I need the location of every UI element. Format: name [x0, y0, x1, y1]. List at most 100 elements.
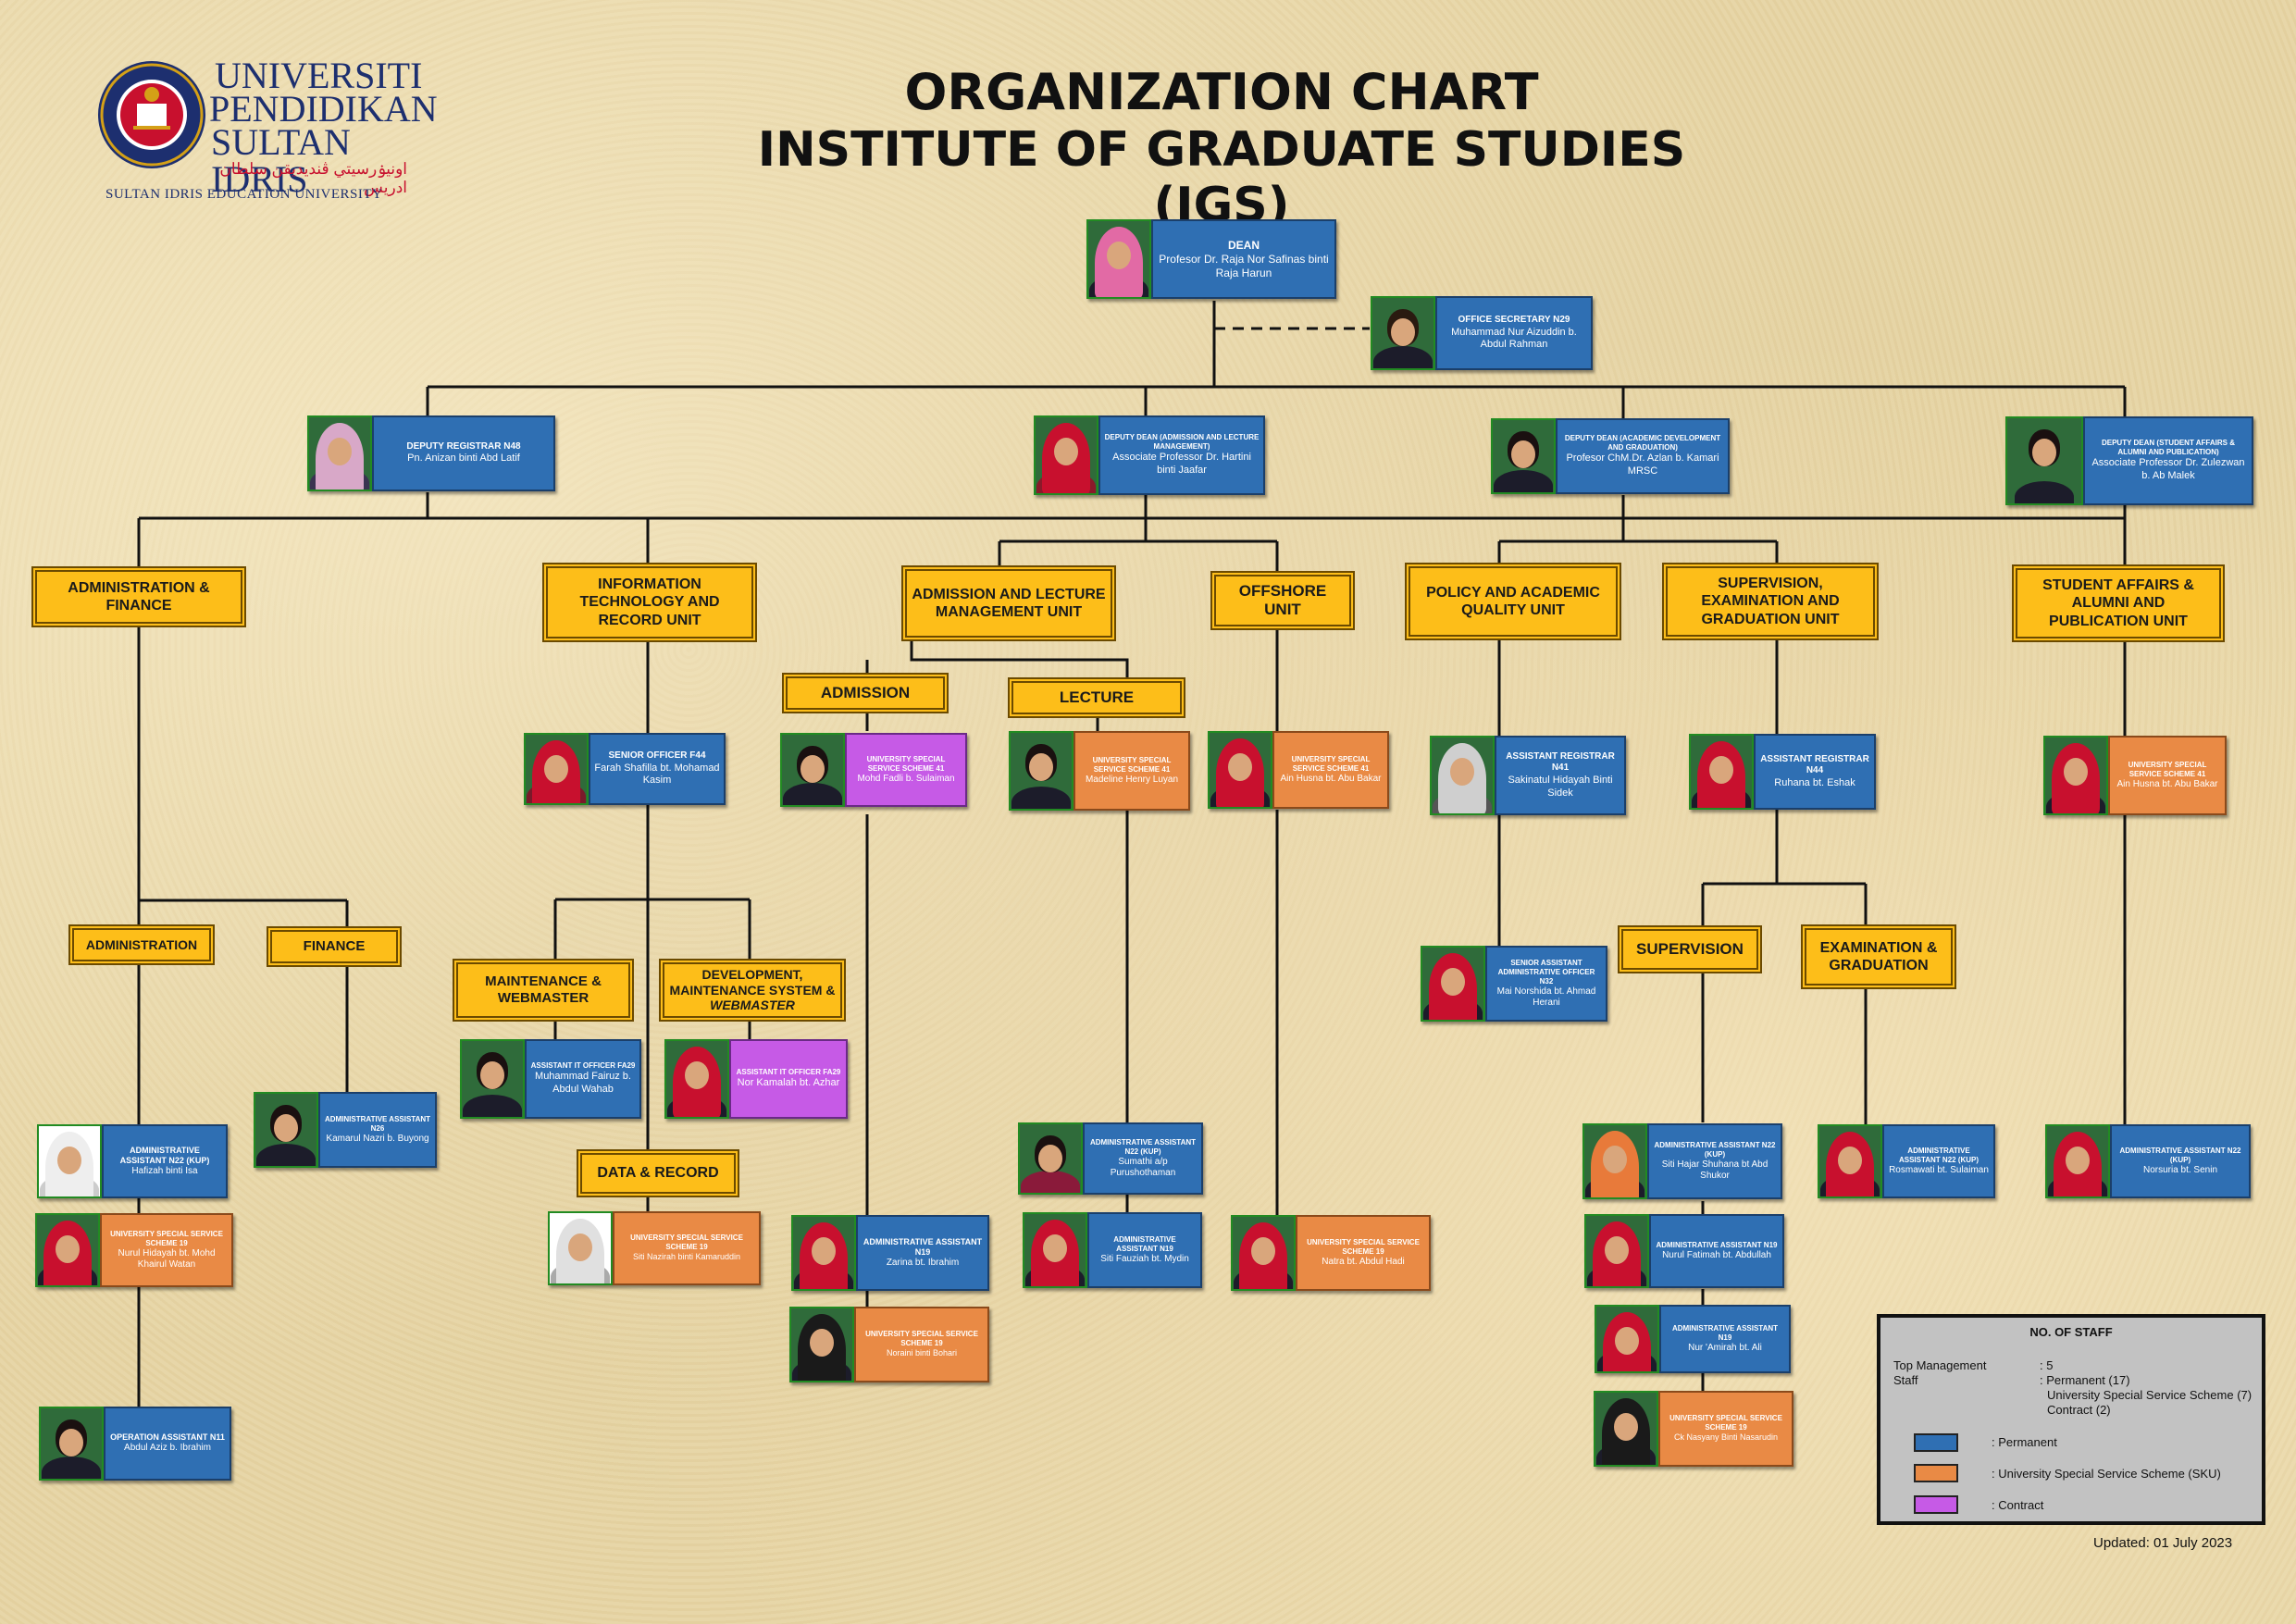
university-seal-icon [98, 61, 205, 168]
staff-role: ADMINISTRATIVE ASSISTANT N19 [1113, 1234, 1176, 1253]
title-line2: INSTITUTE OF GRADUATE STUDIES (IGS) [757, 122, 1686, 233]
unit-exam-graduation: EXAMINATION & GRADUATION [1805, 928, 1953, 986]
staff-photo [1421, 946, 1485, 1022]
logo-line2: PENDIDIKAN [209, 88, 438, 130]
staff-role: ADMINISTRATIVE ASSISTANT N19 [863, 1236, 983, 1257]
unit-development-line2: MAINTENANCE SYSTEM & [669, 982, 836, 998]
staff-name: Madeline Henry Luyan [1085, 774, 1179, 785]
unit-admin-finance: ADMINISTRATION & FINANCE [35, 570, 242, 624]
legend-sku: : University Special Service Scheme (SKU… [1992, 1467, 2221, 1481]
logo-jawi: اونيۏرسيتي ڤنديديقن سلطان ادريس [219, 160, 407, 196]
staff-photo [35, 1213, 100, 1287]
staff-count-legend: NO. OF STAFF Top Management : 5 Staff : … [1877, 1314, 2265, 1525]
staff-name: Hafizah binti Isa [131, 1166, 198, 1176]
staff-name: Mai Norshida bt. Ahmad Herani [1496, 986, 1596, 1009]
staff-role: ASSISTANT IT OFFICER FA29 [530, 1061, 636, 1071]
logo-line1: UNIVERSITI [215, 55, 423, 96]
staff-card-deputy-dean-student: DEPUTY DEAN (STUDENT AFFAIRS & ALUMNI AN… [2005, 416, 2253, 505]
staff-photo [1009, 731, 1074, 811]
staff-role: ADMINISTRATIVE ASSISTANT N22 (KUP) [1089, 1137, 1197, 1156]
staff-name: Natra bt. Abdul Hadi [1322, 1256, 1405, 1267]
staff-photo [1023, 1212, 1087, 1288]
staff-name: Rosmawati bt. Sulaiman [1889, 1164, 1989, 1175]
unit-development-line1: DEVELOPMENT, [701, 966, 803, 982]
staff-name: Ain Husna bt. Abu Bakar [1280, 773, 1382, 784]
staff-role: DEPUTY DEAN (ADMISSION AND LECTURE MANAG… [1104, 433, 1260, 452]
staff-photo [460, 1039, 525, 1119]
staff-photo [1371, 296, 1435, 370]
logo-english: SULTAN IDRIS EDUCATION UNIVERSITY [105, 187, 383, 202]
staff-role: ADMINISTRATIVE ASSISTANT N22 (KUP) [2119, 1146, 2241, 1164]
staff-role: ADMINISTRATIVE ASSISTANT N22 (KUP) [1898, 1146, 1980, 1164]
staff-role: ADMINISTRATIVE ASSISTANT N22 (KUP) [119, 1145, 210, 1165]
staff-photo [2005, 416, 2083, 505]
unit-admission: ADMISSION [786, 676, 945, 710]
staff-photo [789, 1307, 854, 1382]
staff-name: Muhammad Fairuz b. Abdul Wahab [535, 1071, 631, 1095]
legend-contract: : Contract [1992, 1498, 2044, 1512]
staff-photo [780, 733, 845, 807]
staff-role: ADMINISTRATIVE ASSISTANT N19 [1656, 1240, 1778, 1249]
legend-staff-line3: Contract (2) [2047, 1403, 2111, 1417]
staff-name: Nurul Fatimah bt. Abdullah [1662, 1249, 1771, 1260]
unit-data-record: DATA & RECORD [580, 1153, 736, 1194]
legend-swatch-contract [1914, 1495, 1958, 1514]
staff-card-senior-admin-officer: SENIOR ASSISTANT ADMINISTRATIVE OFFICER … [1421, 946, 1607, 1022]
staff-role: OPERATION ASSISTANT N11 [110, 1432, 225, 1443]
staff-name: Associate Professor Dr. Hartini binti Ja… [1112, 452, 1251, 476]
unit-student-affairs: STUDENT AFFAIRS & ALUMNI AND PUBLICATION… [2016, 568, 2221, 638]
staff-name: Profesor ChM.Dr. Azlan b. Kamari MRSC [1566, 452, 1719, 477]
staff-card-supervision-n22: ADMINISTRATIVE ASSISTANT N22 (KUP)Siti H… [1582, 1123, 1782, 1199]
staff-name: Mohd Fadli b. Sulaiman [857, 773, 955, 784]
staff-role: UNIVERSITY SPECIAL SERVICE SCHEME 19 [110, 1229, 223, 1247]
staff-photo [1582, 1123, 1647, 1199]
staff-photo [1689, 734, 1754, 810]
staff-name: Sumathi a/p Purushothaman [1110, 1156, 1176, 1179]
staff-name: Pn. Anizan binti Abd Latif [407, 452, 520, 465]
staff-name: Siti Hajar Shuhana bt Abd Shukor [1661, 1159, 1769, 1182]
staff-name: Norsuria bt. Senin [2142, 1164, 2218, 1175]
staff-photo [1584, 1214, 1649, 1288]
staff-role: UNIVERSITY SPECIAL SERVICE SCHEME 19 [1669, 1414, 1782, 1432]
staff-name: Zarina bt. Ibrahim [886, 1258, 960, 1268]
staff-name: Nor Kamalah bt. Azhar [737, 1077, 840, 1089]
legend-permanent: : Permanent [1992, 1435, 2057, 1449]
staff-photo [1595, 1305, 1659, 1373]
unit-supervision-exam: SUPERVISION, EXAMINATION AND GRADUATION … [1666, 566, 1875, 637]
unit-it-record: INFORMATION TECHNOLOGY AND RECORD UNIT [546, 566, 753, 638]
staff-name: Noraini binti Bohari [886, 1348, 958, 1358]
legend-top-label: Top Management [1893, 1358, 1987, 1372]
staff-role: UNIVERSITY SPECIAL SERVICE SCHEME 19 [630, 1233, 743, 1252]
staff-role: UNIVERSITY SPECIAL SERVICE SCHEME 41 [1291, 754, 1371, 773]
staff-photo [39, 1407, 104, 1481]
staff-role: ASSISTANT REGISTRAR N44 [1760, 753, 1869, 776]
staff-name: Profesor Dr. Raja Nor Safinas binti Raja… [1159, 252, 1329, 279]
staff-role: SENIOR OFFICER F44 [608, 750, 706, 761]
unit-admission-lecture: ADMISSION AND LECTURE MANAGEMENT UNIT [905, 569, 1112, 638]
staff-photo [664, 1039, 729, 1119]
staff-photo [307, 415, 372, 491]
staff-card-deputy-dean-admission: DEPUTY DEAN (ADMISSION AND LECTURE MANAG… [1034, 415, 1265, 495]
staff-name: Muhammad Nur Aizuddin b. Abdul Rahman [1451, 326, 1577, 351]
staff-name: Kamarul Nazri b. Buyong [326, 1133, 429, 1144]
legend-top-value: : 5 [2040, 1358, 2054, 1372]
staff-photo [254, 1092, 318, 1168]
staff-role: DEPUTY REGISTRAR N48 [406, 440, 521, 452]
legend-title: NO. OF STAFF [2029, 1325, 2113, 1339]
staff-role: UNIVERSITY SPECIAL SERVICE SCHEME 41 [2128, 760, 2207, 778]
staff-name: Ain Husna bt. Abu Bakar [2116, 778, 2218, 789]
legend-swatch-sku [1914, 1464, 1958, 1482]
unit-development: DEVELOPMENT, MAINTENANCE SYSTEM & WEBMAS… [663, 962, 842, 1018]
staff-name: Siti Nazirah binti Kamaruddin [632, 1252, 741, 1262]
